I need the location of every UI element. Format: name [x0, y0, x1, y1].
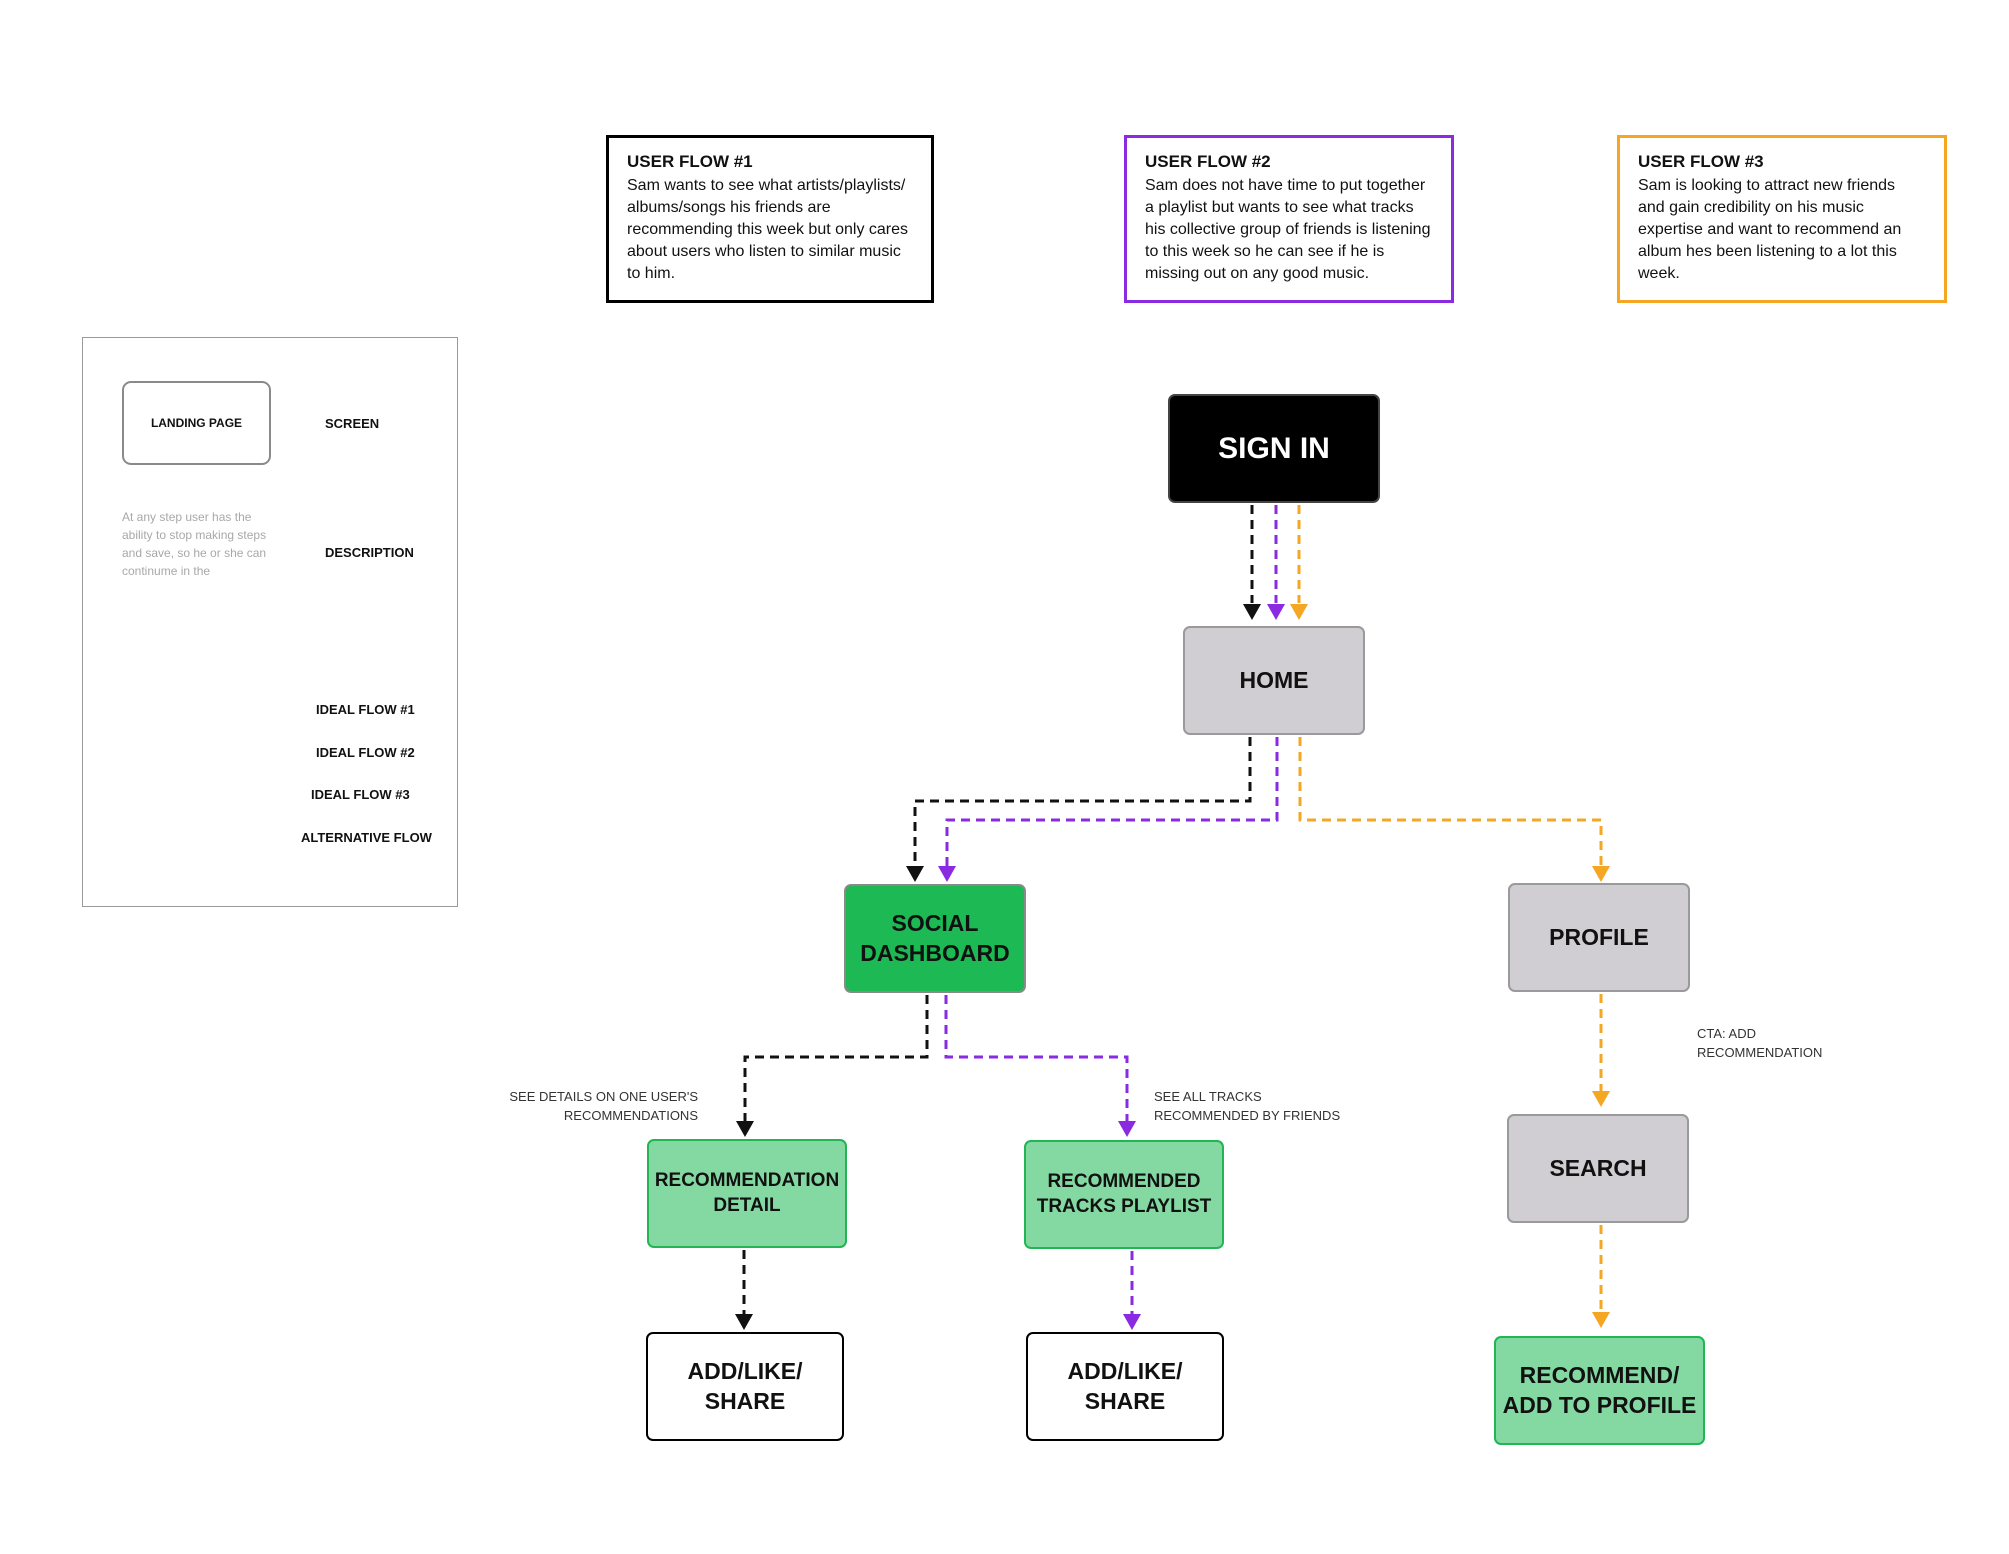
flow3-profile-search-arrow — [1592, 1091, 1610, 1107]
flow1-signin-home-arrow — [1243, 604, 1261, 620]
node-social-dashboard-label: SOCIAL DASHBOARD — [860, 909, 1010, 966]
note-cta: CTA: ADD RECOMMENDATION — [1697, 1026, 1823, 1060]
note-see-all-tracks: SEE ALL TRACKS RECOMMENDED BY FRIENDS — [1154, 1089, 1341, 1123]
node-home-label: HOME — [1239, 666, 1309, 693]
flow3-search-recommend-arrow — [1592, 1312, 1610, 1328]
legend-ideal-flow-1-label: IDEAL FLOW #1 — [316, 702, 415, 717]
node-profile-label: PROFILE — [1549, 923, 1649, 950]
user-flow-2-card: USER FLOW #2 Sam does not have time to p… — [1124, 135, 1454, 303]
node-social-dashboard: SOCIAL DASHBOARD — [844, 884, 1026, 993]
flow1-social-detail — [743, 995, 929, 1121]
user-flow-3-text: Sam is looking to attract new friends an… — [1638, 177, 1902, 282]
flow2-home-social — [945, 737, 1279, 866]
node-add-like-share-2-label: ADD/LIKE/ SHARE — [1067, 1357, 1183, 1414]
legend-alternative-flow-label: ALTERNATIVE FLOW — [301, 830, 432, 845]
node-add-like-share-2: ADD/LIKE/ SHARE — [1026, 1332, 1224, 1441]
node-recommended-tracks-playlist: RECOMMENDED TRACKS PLAYLIST — [1024, 1140, 1224, 1249]
node-recommend-add-to-profile-label: RECOMMEND/ ADD TO PROFILE — [1502, 1361, 1697, 1418]
flow1-home-social — [913, 737, 1252, 866]
user-flow-1-title: USER FLOW #1 — [627, 152, 753, 171]
legend-description-label: DESCRIPTION — [325, 545, 414, 560]
flow2-home-social-arrow — [938, 866, 956, 882]
flow2-social-playlist-arrow — [1118, 1121, 1136, 1137]
flow2-signin-home-arrow — [1267, 604, 1285, 620]
flow2-social-playlist — [944, 995, 1129, 1121]
node-recommended-tracks-playlist-label: RECOMMENDED TRACKS PLAYLIST — [1036, 1170, 1212, 1217]
node-search-label: SEARCH — [1549, 1154, 1647, 1181]
flow3-home-profile — [1298, 737, 1603, 866]
note-see-details: SEE DETAILS ON ONE USER'S RECOMMENDATION… — [509, 1089, 698, 1123]
flow3-signin-home-arrow — [1290, 604, 1308, 620]
node-profile: PROFILE — [1508, 883, 1690, 992]
node-recommendation-detail: RECOMMENDATION DETAIL — [647, 1139, 847, 1248]
legend-ideal-flow-2-label: IDEAL FLOW #2 — [316, 745, 415, 760]
user-flow-3-card: USER FLOW #3 Sam is looking to attract n… — [1617, 135, 1947, 303]
node-sign-in: SIGN IN — [1168, 394, 1380, 503]
user-flow-2-title: USER FLOW #2 — [1145, 152, 1271, 171]
node-add-like-share-1-label: ADD/LIKE/ SHARE — [687, 1357, 803, 1414]
user-flow-1-card: USER FLOW #1 Sam wants to see what artis… — [606, 135, 934, 303]
node-home: HOME — [1183, 626, 1365, 735]
flow2-playlist-share-arrow — [1123, 1314, 1141, 1330]
flow1-detail-share-arrow — [735, 1314, 753, 1330]
user-flow-2-text: Sam does not have time to put together a… — [1145, 177, 1431, 282]
node-add-like-share-1: ADD/LIKE/ SHARE — [646, 1332, 844, 1441]
node-search: SEARCH — [1507, 1114, 1689, 1223]
user-flow-3-title: USER FLOW #3 — [1638, 152, 1764, 171]
flow3-home-profile-arrow — [1592, 866, 1610, 882]
node-recommend-add-to-profile: RECOMMEND/ ADD TO PROFILE — [1494, 1336, 1705, 1445]
legend-screen-example: LANDING PAGE — [122, 381, 271, 465]
legend-description-example: At any step user has the ability to stop… — [122, 510, 267, 578]
flow1-social-detail-arrow — [736, 1121, 754, 1137]
legend-screen-label: SCREEN — [325, 416, 380, 431]
user-flow-1-text: Sam wants to see what artists/playlists/… — [627, 177, 909, 282]
legend-ideal-flow-3-label: IDEAL FLOW #3 — [311, 787, 410, 802]
node-sign-in-label: SIGN IN — [1218, 432, 1330, 465]
node-recommendation-detail-label: RECOMMENDATION DETAIL — [654, 1169, 840, 1216]
flow1-home-social-arrow — [906, 866, 924, 882]
legend-screen-example-label: LANDING PAGE — [150, 416, 243, 430]
